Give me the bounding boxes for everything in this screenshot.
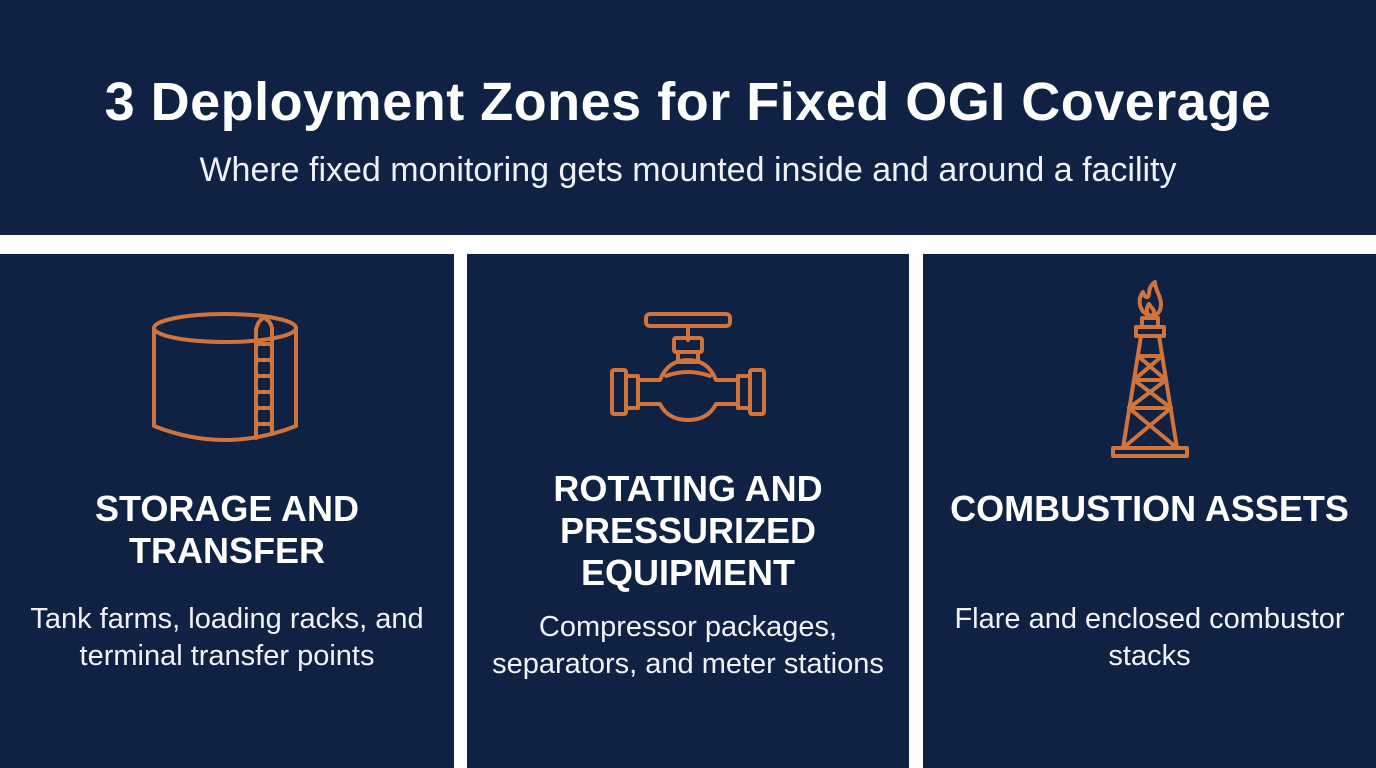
zone-title: ROTATING AND PRESSURIZED EQUIPMENT xyxy=(553,468,823,593)
valve-icon xyxy=(610,312,766,422)
zone-panel-combustion: COMBUSTION ASSETS Flare and enclosed com… xyxy=(923,254,1376,768)
zone-panel-storage: STORAGE AND TRANSFER Tank farms, loading… xyxy=(0,254,454,768)
zone-title: STORAGE AND TRANSFER xyxy=(94,488,360,571)
zone-panel-equipment: ROTATING AND PRESSURIZED EQUIPMENT Compr… xyxy=(467,254,909,768)
flare-stack-icon xyxy=(1110,280,1189,458)
page-subtitle: Where fixed monitoring gets mounted insi… xyxy=(199,151,1177,189)
storage-tank-icon xyxy=(152,312,298,442)
zone-description: Flare and enclosed combustor stacks xyxy=(954,603,1345,672)
zone-description: Compressor packages, separators, and met… xyxy=(492,611,884,680)
flame-icon xyxy=(1137,280,1163,318)
page-title: 3 Deployment Zones for Fixed OGI Coverag… xyxy=(104,72,1272,132)
header-banner: 3 Deployment Zones for Fixed OGI Coverag… xyxy=(0,0,1376,235)
zone-title: COMBUSTION ASSETS xyxy=(950,488,1349,529)
zone-description: Tank farms, loading racks, and terminal … xyxy=(30,603,424,672)
